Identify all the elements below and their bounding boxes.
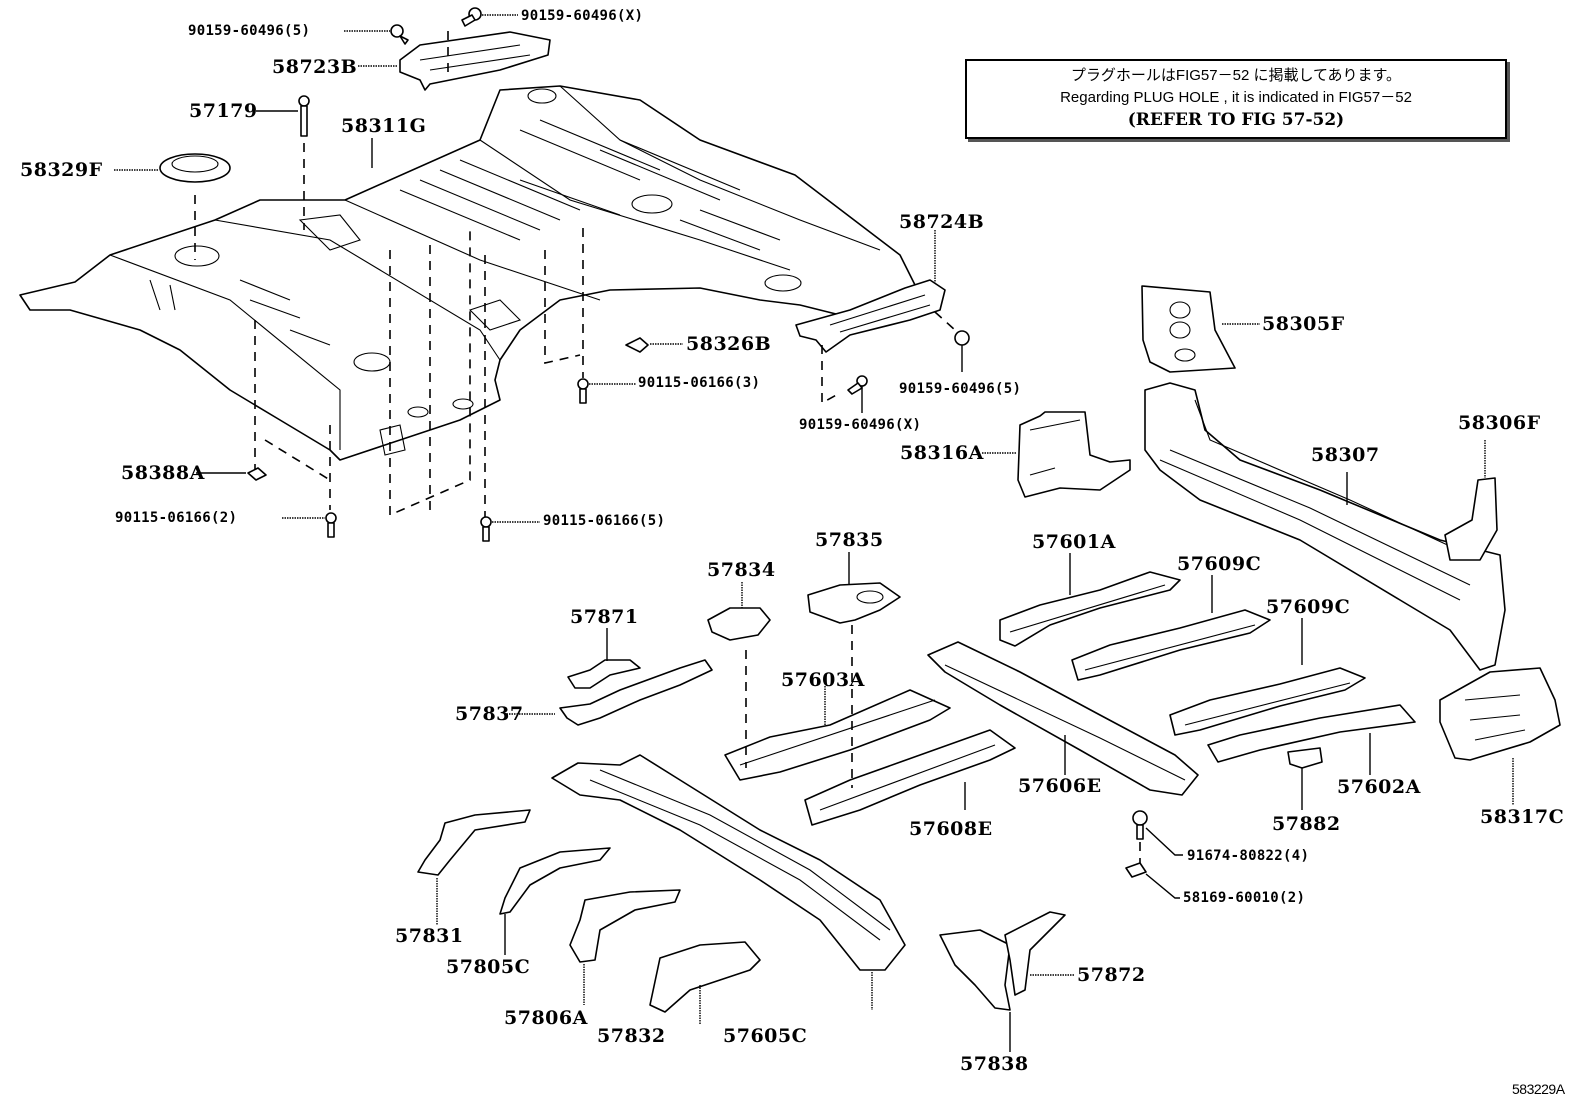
bolt-icon xyxy=(1132,810,1148,840)
panel-58305F[interactable] xyxy=(1141,285,1236,373)
part-label-57606E[interactable]: 57606E xyxy=(1018,775,1102,797)
bolt-icon xyxy=(480,516,492,542)
bracket-57806A[interactable] xyxy=(569,889,681,963)
panel-58317C[interactable] xyxy=(1439,667,1561,761)
part-label-58316A[interactable]: 58316A xyxy=(900,442,984,464)
note-line-japanese: プラグホールはFIG57－52 に掲載してあります。 xyxy=(1070,67,1402,84)
part-label-57608E[interactable]: 57608E xyxy=(909,818,993,840)
part-label-58388A[interactable]: 58388A xyxy=(121,462,205,484)
part-label-58723B[interactable]: 58723B xyxy=(272,56,358,78)
bracket-57805C[interactable] xyxy=(499,847,611,915)
plate-57834[interactable] xyxy=(707,607,771,641)
bracket-57882[interactable] xyxy=(1287,747,1323,769)
part-label-57806A[interactable]: 57806A xyxy=(504,1007,588,1029)
bracket-58723B[interactable] xyxy=(399,31,551,91)
part-label-57605C[interactable]: 57605C xyxy=(723,1025,808,1047)
bracket-57832[interactable] xyxy=(649,941,761,1013)
grommet-58329F[interactable] xyxy=(159,153,231,183)
part-label-58329F[interactable]: 58329F xyxy=(20,159,103,181)
cross-member-58307[interactable] xyxy=(1144,382,1506,671)
part-label-57838[interactable]: 57838 xyxy=(960,1053,1029,1075)
part-label-90159-60496-clip-right[interactable]: 90159-60496(5) xyxy=(899,381,1022,397)
cross-member-57603A[interactable] xyxy=(724,689,951,781)
bracket-58724B[interactable] xyxy=(795,279,946,353)
part-label-57601A[interactable]: 57601A xyxy=(1032,531,1116,553)
part-label-58306F[interactable]: 58306F xyxy=(1458,412,1541,434)
note-line-reference[interactable]: (REFER TO FIG 57-52) xyxy=(1127,110,1345,130)
part-label-57871[interactable]: 57871 xyxy=(570,606,639,628)
nut-icon xyxy=(1125,862,1147,878)
part-label-57834[interactable]: 57834 xyxy=(707,559,776,581)
part-label-57831[interactable]: 57831 xyxy=(395,925,464,947)
part-label-57835[interactable]: 57835 xyxy=(815,529,884,551)
cross-member-57606E[interactable] xyxy=(927,641,1199,796)
clip-58326B[interactable] xyxy=(625,337,649,353)
bolt-icon xyxy=(577,378,589,404)
bracket-58306F[interactable] xyxy=(1444,477,1498,561)
bracket-57838[interactable] xyxy=(939,929,1011,1011)
bracket-57872[interactable] xyxy=(1004,911,1066,996)
part-label-91674-80822[interactable]: 91674-80822(4) xyxy=(1187,848,1310,864)
part-label-58326B[interactable]: 58326B xyxy=(686,333,772,355)
bracket-57831[interactable] xyxy=(417,809,531,876)
plate-57835[interactable] xyxy=(807,582,901,624)
part-label-58311G[interactable]: 58311G xyxy=(341,115,427,137)
part-label-57882[interactable]: 57882 xyxy=(1272,813,1341,835)
part-label-90159-60496-bolt-top[interactable]: 90159-60496(X) xyxy=(521,8,644,24)
part-label-57837[interactable]: 57837 xyxy=(455,703,524,725)
part-label-57609C-lower[interactable]: 57609C xyxy=(1266,596,1351,618)
cross-member-57608E[interactable] xyxy=(804,729,1016,826)
panel-58316A[interactable] xyxy=(1017,411,1131,498)
clip-icon xyxy=(954,330,970,346)
bracket-57871[interactable] xyxy=(567,659,641,689)
bolt-icon xyxy=(847,375,868,395)
plug-hole-note: プラグホールはFIG57－52 に掲載してあります。 Regarding PLU… xyxy=(965,59,1507,139)
cross-member-57609C-upper[interactable] xyxy=(1071,609,1271,681)
part-label-58724B[interactable]: 58724B xyxy=(899,211,985,233)
bolt-57179[interactable] xyxy=(298,95,310,137)
cross-member-57601A[interactable] xyxy=(999,571,1181,647)
figure-id: 583229A xyxy=(1512,1081,1565,1097)
part-label-57872[interactable]: 57872 xyxy=(1077,964,1146,986)
part-label-57179[interactable]: 57179 xyxy=(189,100,258,122)
bolt-icon xyxy=(325,512,337,538)
part-label-57602A[interactable]: 57602A xyxy=(1337,776,1421,798)
part-label-90115-06166-5[interactable]: 90115-06166(5) xyxy=(543,513,666,529)
part-label-57805C[interactable]: 57805C xyxy=(446,956,531,978)
clip-icon xyxy=(390,24,409,45)
part-label-57603A[interactable]: 57603A xyxy=(781,669,865,691)
note-line-english: Regarding PLUG HOLE , it is indicated in… xyxy=(1060,89,1412,106)
bolt-icon xyxy=(461,7,482,27)
part-label-58305F[interactable]: 58305F xyxy=(1262,313,1345,335)
part-label-58317C[interactable]: 58317C xyxy=(1480,806,1565,828)
cross-member-57609C-lower[interactable] xyxy=(1169,667,1366,736)
part-label-57832[interactable]: 57832 xyxy=(597,1025,666,1047)
part-label-57609C-upper[interactable]: 57609C xyxy=(1177,553,1262,575)
floor-pan-58311G[interactable] xyxy=(19,85,921,461)
member-57837[interactable] xyxy=(559,659,713,726)
part-label-90115-06166-2[interactable]: 90115-06166(2) xyxy=(115,510,238,526)
clip-58388A[interactable] xyxy=(247,467,267,481)
cross-member-57602A[interactable] xyxy=(1207,704,1416,763)
side-member-57605C[interactable] xyxy=(551,754,906,971)
part-label-90159-60496-clip-top[interactable]: 90159-60496(5) xyxy=(188,23,311,39)
part-label-90159-60496-bolt-right[interactable]: 90159-60496(X) xyxy=(799,417,922,433)
part-label-58307[interactable]: 58307 xyxy=(1311,444,1380,466)
part-label-58169-60010[interactable]: 58169-60010(2) xyxy=(1183,890,1306,906)
part-label-90115-06166-3[interactable]: 90115-06166(3) xyxy=(638,375,761,391)
